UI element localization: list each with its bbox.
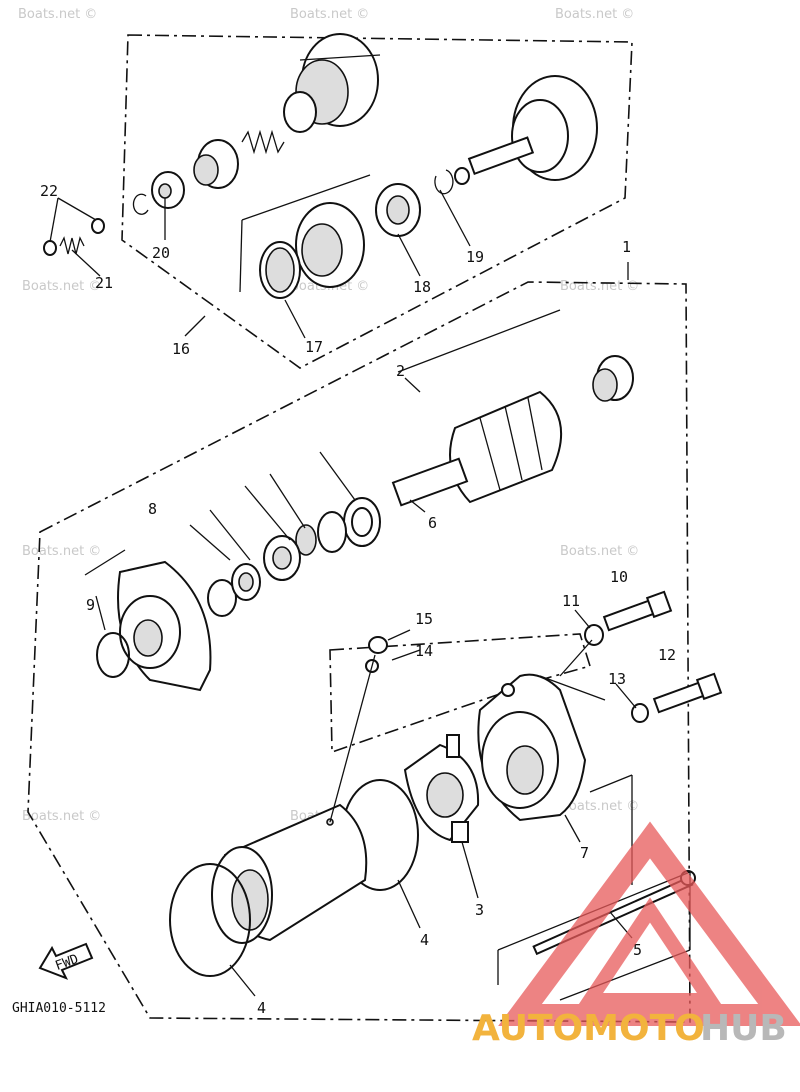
- watermark: Boats.net ©: [560, 279, 639, 294]
- watermark: Boats.net ©: [22, 544, 101, 559]
- brand-part1: AUTOMOTO: [472, 1008, 705, 1049]
- watermark: Boats.net ©: [555, 7, 634, 22]
- yoke: [169, 779, 419, 977]
- callout-10: 10: [610, 568, 628, 586]
- callout-4: 4: [420, 931, 429, 949]
- group-16-boundary: [121, 34, 633, 369]
- callout-7: 7: [580, 844, 589, 862]
- callout-12: 12: [658, 646, 676, 664]
- callout-19: 19: [466, 248, 484, 266]
- logo-triangle-icon: [498, 821, 800, 1026]
- callouts: 1 2 3 4 4 5 6 7 8 9 10 11 12 13 14 15 16…: [40, 182, 676, 1017]
- logo-inner-triangle-icon: [576, 897, 724, 1007]
- group-15-boundary: [329, 633, 592, 754]
- brand-part2: HUB: [700, 1008, 787, 1049]
- callout-18: 18: [413, 278, 431, 296]
- callout-16: 16: [172, 340, 190, 358]
- watermark: Boats.net ©: [22, 809, 101, 824]
- callout-9: 9: [86, 596, 95, 614]
- callout-22: 22: [40, 182, 58, 200]
- callout-21: 21: [95, 274, 113, 292]
- callout-17: 17: [305, 338, 323, 356]
- callout-1: 1: [622, 238, 631, 256]
- rear-cover: [477, 673, 587, 822]
- fwd-arrow-icon: FWD: [38, 942, 94, 980]
- watermark: Boats.net ©: [22, 279, 101, 294]
- callout-2: 2: [396, 362, 405, 380]
- callout-4: 4: [257, 999, 266, 1017]
- callout-13: 13: [608, 670, 626, 688]
- automotohub-logo: [498, 821, 800, 1026]
- callout-15: 15: [415, 610, 433, 628]
- thrust-washers: [244, 451, 381, 581]
- drawing-code: GHIA010-5112: [12, 1001, 106, 1016]
- front-cover: [84, 509, 261, 692]
- bolts-and-washers: [365, 590, 723, 723]
- watermark: Boats.net ©: [560, 544, 639, 559]
- callout-3: 3: [475, 901, 484, 919]
- callout-20: 20: [152, 244, 170, 262]
- callout-8: 8: [148, 500, 157, 518]
- callout-5: 5: [633, 941, 642, 959]
- spring-and-washers: [43, 197, 105, 277]
- armature: [391, 309, 634, 507]
- callout-11: 11: [562, 592, 580, 610]
- clutch-assembly: [132, 33, 598, 299]
- watermark: Boats.net ©: [290, 7, 369, 22]
- watermark: Boats.net ©: [560, 799, 639, 814]
- callout-14: 14: [415, 642, 433, 660]
- brush-holder: [403, 734, 480, 843]
- watermark: Boats.net ©: [18, 7, 97, 22]
- callout-6: 6: [428, 514, 437, 532]
